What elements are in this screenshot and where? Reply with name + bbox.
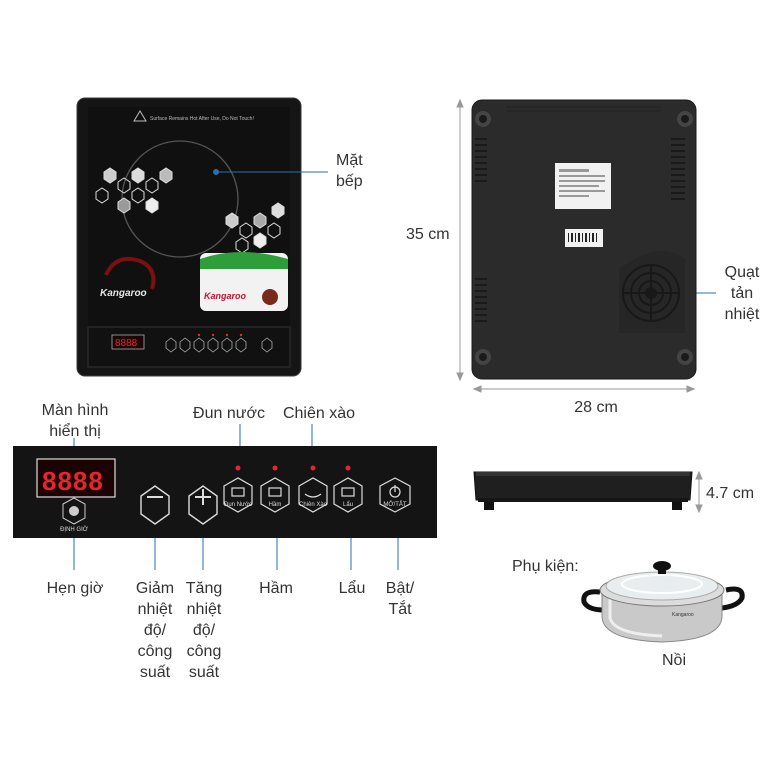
label-lau: Lẩu — [338, 580, 366, 597]
brand-logo: Kangaroo — [100, 288, 147, 299]
label-thickness: 4.7 cm — [706, 485, 755, 502]
stove-top-view: Surface Remains Hot After Use, Do Not To… — [76, 97, 302, 377]
label-bat-tat: Bật/Tắt — [385, 580, 415, 618]
warning-text: Surface Remains Hot After Use, Do Not To… — [150, 116, 254, 122]
alarm-clock-icon — [62, 497, 86, 525]
svg-text:Kangaroo: Kangaroo — [204, 291, 247, 301]
svg-text:MỞ/TẮT: MỞ/TẮT — [383, 500, 406, 508]
plus-button — [188, 485, 218, 525]
svg-text:Hầm: Hầm — [269, 502, 282, 508]
label-width: 28 cm — [574, 399, 618, 416]
svg-text:Chiên Xào: Chiên Xào — [299, 502, 328, 508]
stove-back-view — [471, 99, 697, 380]
label-hen-gio: Hẹn giờ — [46, 580, 104, 597]
pot-image: Kangaroo — [581, 561, 745, 643]
control-panel: 8888 ĐỊNH GIỜ Đun Nước Hầm Chiên Xào Lẩu… — [13, 446, 437, 538]
label-height: 35 cm — [406, 226, 450, 243]
svg-text:ĐỊNH GIỜ: ĐỊNH GIỜ — [60, 526, 88, 533]
stew-button — [260, 477, 290, 513]
svg-text:8888: 8888 — [42, 466, 104, 496]
boil-water-button — [223, 477, 253, 513]
label-chien-xao: Chiên xào — [282, 405, 356, 422]
fan-icon — [622, 264, 680, 322]
svg-text:Lẩu: Lẩu — [343, 501, 353, 508]
warning-triangle-icon — [133, 110, 147, 122]
svg-text:Đun Nước: Đun Nước — [224, 502, 252, 508]
label-ham: Hầm — [259, 580, 293, 597]
stove-side-view — [473, 471, 693, 510]
label-noi: Nồi — [661, 652, 686, 669]
svg-text:8888: 8888 — [115, 338, 138, 349]
hexagon-pattern — [95, 167, 285, 254]
power-button — [379, 477, 411, 513]
minus-button — [140, 485, 170, 525]
red-swirl — [104, 256, 156, 290]
hotpot-button — [333, 477, 363, 513]
svg-text:Kangaroo: Kangaroo — [672, 612, 694, 618]
promo-sticker: Kangaroo — [200, 252, 288, 311]
label-dun-nuoc: Đun nước — [193, 405, 265, 422]
label-phu-kien: Phụ kiện: — [512, 558, 579, 575]
stir-fry-button — [298, 477, 328, 513]
display-screen — [36, 458, 116, 498]
